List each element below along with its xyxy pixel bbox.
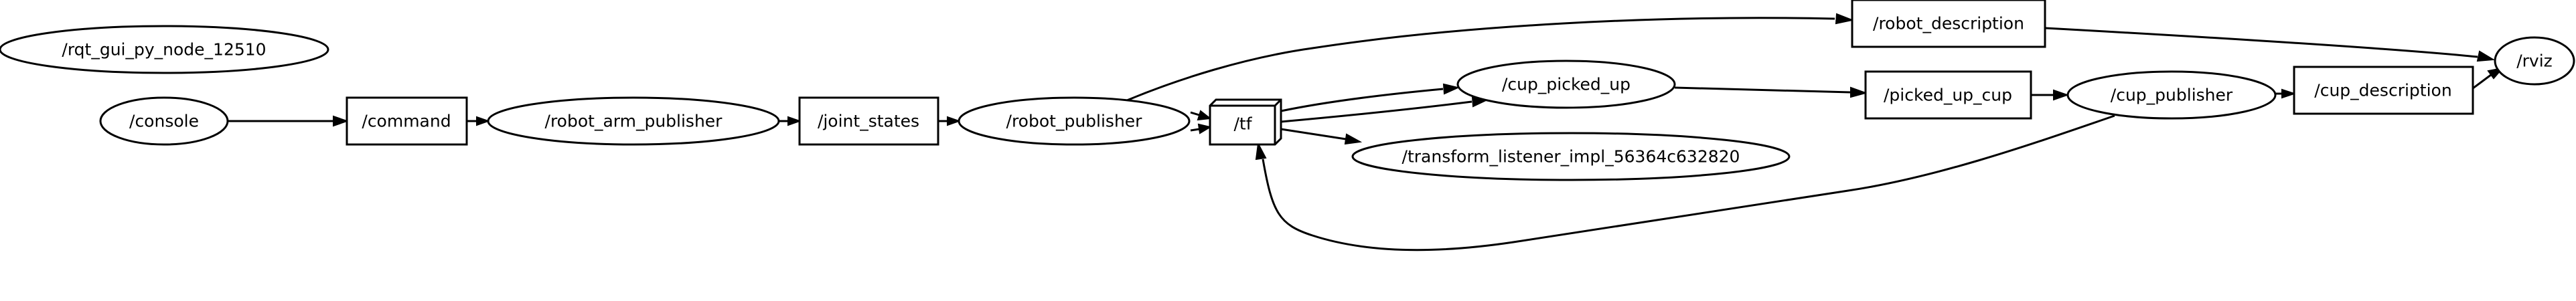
topic-joint-states[interactable]: /joint_states (798, 96, 939, 146)
edge-robot-publisher-to-tf-1 (1190, 110, 1212, 121)
topic-picked-up-cup[interactable]: /picked_up_cup (1864, 70, 2032, 120)
edge-command-to-robot-arm-publisher (467, 116, 491, 126)
node-label: /robot_arm_publisher (545, 112, 723, 131)
edge-robot-publisher-to-tf-2 (1190, 123, 1212, 134)
node-label: /rqt_gui_py_node_12510 (62, 40, 266, 60)
edge-robot-publisher-to-robot-description (1126, 13, 1855, 102)
edge-tf-to-cup-picked-up-1 (1280, 83, 1460, 112)
graph-edges (228, 13, 2504, 252)
node-cup-publisher[interactable]: /cup_publisher (2066, 70, 2277, 120)
topic-command[interactable]: /command (346, 96, 468, 146)
node-label: /robot_publisher (1006, 112, 1143, 131)
edge-tf-to-transform-listener (1280, 128, 1363, 145)
edge-cup-publisher-to-cup-description (2275, 88, 2297, 99)
node-label: /cup_publisher (2111, 86, 2233, 105)
node-label: /transform_listener_impl_56364c632820 (1402, 147, 1740, 167)
node-label: /console (129, 112, 199, 131)
node-rviz[interactable]: /rviz (2494, 36, 2575, 86)
node-cup-picked-up[interactable]: /cup_picked_up (1456, 60, 1676, 109)
node-rqt-gui-py-node[interactable]: /rqt_gui_py_node_12510 (0, 25, 329, 74)
edge-joint-states-to-robot-publisher (938, 116, 962, 126)
node-label: /cup_picked_up (1502, 75, 1631, 94)
edge-console-to-command (228, 115, 350, 127)
edge-picked-up-cup-to-cup-publisher (2031, 89, 2070, 101)
node-label: /robot_description (1873, 14, 2024, 33)
edge-robot-description-to-rviz (2045, 27, 2496, 62)
node-transform-listener[interactable]: /transform_listener_impl_56364c632820 (1351, 132, 1791, 181)
node-console[interactable]: /console (99, 96, 229, 146)
node-robot-publisher[interactable]: /robot_publisher (958, 96, 1191, 146)
edge-robot-arm-publisher-to-joint-states (779, 116, 802, 126)
node-label: /picked_up_cup (1884, 86, 2012, 105)
edge-tf-to-cup-picked-up-2 (1280, 96, 1490, 123)
node-label: /rviz (2516, 52, 2553, 71)
graph-nodes: /rqt_gui_py_node_12510 /console /command… (0, 0, 2575, 181)
node-label: /cup_description (2314, 81, 2451, 100)
edge-cup-picked-up-to-picked-up-cup (1674, 86, 1868, 98)
node-label: /joint_states (818, 112, 919, 131)
edge-cup-publisher-to-tf (1255, 114, 2115, 252)
node-label: /tf (1233, 114, 1252, 134)
node-robot-arm-publisher[interactable]: /robot_arm_publisher (487, 96, 780, 146)
topic-cup-description[interactable]: /cup_description (2293, 66, 2474, 115)
node-label: /command (362, 112, 451, 131)
topic-robot-description[interactable]: /robot_description (1851, 0, 2046, 48)
topic-tf[interactable]: /tf (1209, 98, 1282, 146)
